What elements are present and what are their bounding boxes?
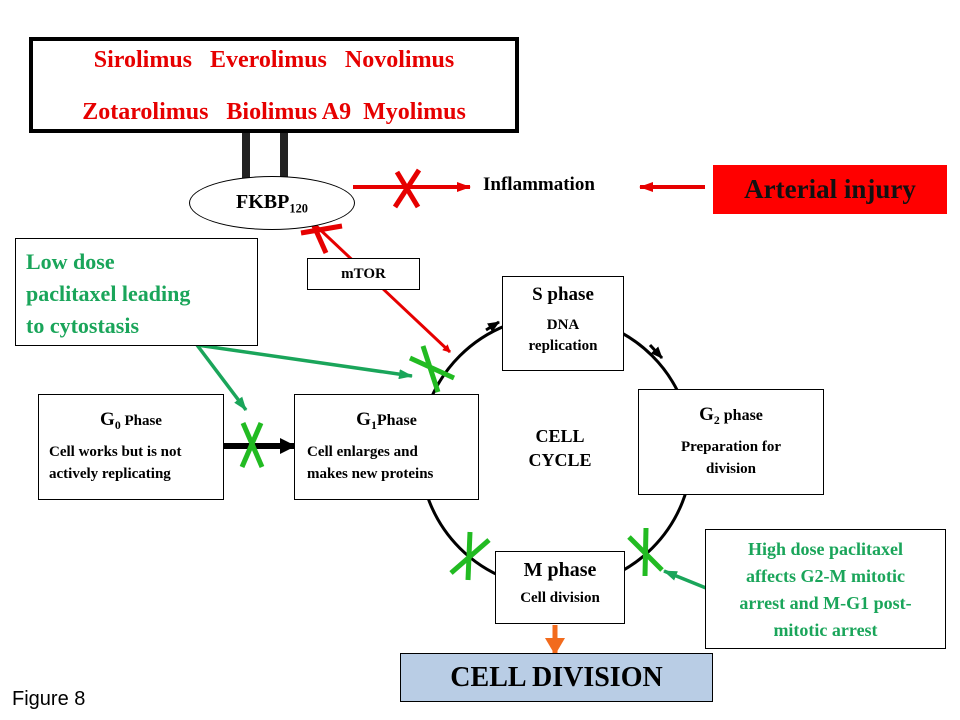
low-dose-line-3: to cytostasis (26, 313, 140, 338)
high-dose-line-4: mitotic arrest (773, 620, 878, 640)
m-desc-line-1: Cell division (520, 590, 600, 606)
arterial-injury-label: Arterial injury (744, 174, 916, 204)
g2-desc-line-2: division (705, 461, 757, 478)
g1-phase-box: G1Phase Cell enlarges and makes new prot… (294, 394, 479, 500)
fkbp-subscript: 120 (289, 201, 308, 216)
fkbp-label: FKBP (236, 191, 290, 213)
g0-title-rest: Phase (120, 413, 162, 429)
g1-title-letter: G (356, 409, 371, 430)
mtor-box: mTOR (307, 258, 420, 290)
drug-list-row-1: Sirolimus Everolimus Novolimus (93, 47, 455, 73)
low-dose-line-1: Low dose (26, 249, 115, 274)
high-dose-line-1: High dose paclitaxel (747, 539, 903, 559)
inhibition-x-m-g1 (449, 531, 491, 581)
inflammation-label: Inflammation (483, 174, 595, 195)
high-dose-arrow (663, 569, 707, 590)
s-phase-box: S phase DNA replication (502, 276, 624, 371)
g2-subscript: 2 (713, 414, 720, 428)
s-desc-line-1: DNA (546, 317, 580, 333)
m-title: M phase (523, 559, 597, 581)
inhibition-x-g2-m (627, 527, 664, 577)
low-dose-g0-arrow (195, 343, 248, 412)
arterial-injury-box: Arterial injury (713, 165, 947, 214)
cell-division-label: CELL DIVISION (450, 662, 663, 693)
drug-list-row-2: Zotarolimus Biolimus A9 Myolimus (82, 99, 466, 125)
g1-subscript: 1 (370, 419, 377, 433)
low-dose-box: Low dose paclitaxel leading to cytostasi… (15, 238, 258, 346)
g0-phase-box: G0 Phase Cell works but is not actively … (38, 394, 224, 500)
m-phase-box: M phase Cell division (495, 551, 625, 624)
g2-title-letter: G (699, 404, 714, 425)
g1-desc-line-2: makes new proteins (307, 466, 434, 483)
inhibition-x-inflammation (392, 168, 422, 209)
low-dose-g1-arrow (196, 343, 413, 380)
m-division-arrowhead (545, 638, 565, 655)
drug-list-box: Sirolimus Everolimus Novolimus Zotarolim… (29, 37, 519, 133)
high-dose-line-3: arrest and M-G1 post- (739, 593, 912, 613)
low-dose-line-2: paclitaxel leading (26, 281, 191, 306)
g1-title: G1Phase (295, 409, 478, 433)
fkbp-node: FKBP120 (189, 176, 355, 230)
g0-title: G0 Phase (39, 409, 223, 433)
inhibition-x-g1-s (408, 345, 456, 393)
g1-title-rest: Phase (376, 412, 417, 429)
cycle-arrow-to-g2 (648, 343, 664, 360)
g2-phase-box: G2 phase Preparation for division (638, 389, 824, 495)
inhibition-x-g0-g1 (239, 422, 265, 468)
high-dose-box: High dose paclitaxel affects G2-M mitoti… (705, 529, 946, 649)
connector-post-left (242, 133, 250, 185)
g0-title-letter: G (100, 409, 115, 430)
cell-division-box: CELL DIVISION (400, 653, 713, 702)
s-title: S phase (532, 284, 594, 305)
cycle-arrow-to-s (485, 320, 500, 333)
s-desc-line-2: replication (528, 338, 598, 354)
g0-subscript: 0 (114, 419, 121, 433)
g1-desc-line-1: Cell enlarges and (307, 444, 418, 461)
figure-caption: Figure 8 (12, 688, 86, 710)
high-dose-line-2: affects G2-M mitotic (746, 566, 905, 586)
g0-desc-line-1: Cell works but is not (49, 444, 182, 461)
cell-cycle-line-2: CYCLE (528, 450, 592, 470)
cell-cycle-label: CELL CYCLE (500, 424, 620, 472)
cell-cycle-line-1: CELL (535, 426, 585, 446)
g0-desc-line-2: actively replicating (49, 466, 171, 483)
g2-title-rest: phase (719, 407, 763, 424)
mtor-label: mTOR (341, 266, 386, 282)
connector-post-right (280, 133, 288, 185)
g2-title: G2 phase (639, 404, 823, 428)
g2-desc-line-1: Preparation for (680, 439, 782, 456)
